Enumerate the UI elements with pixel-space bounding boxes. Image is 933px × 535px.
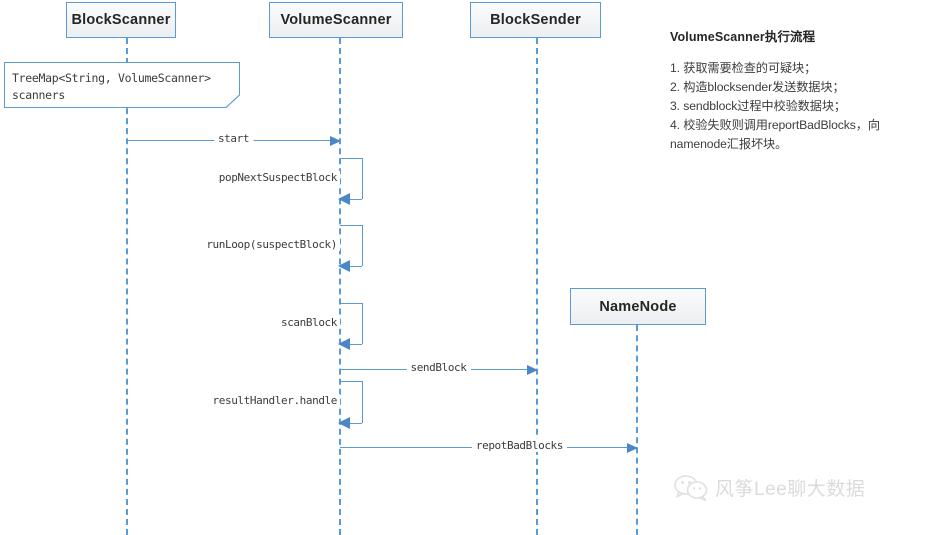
description-title: VolumeScanner执行流程 <box>670 30 816 44</box>
self-msg-top-segment <box>340 381 362 382</box>
participant-label: BlockScanner <box>71 12 171 28</box>
message-label: start <box>213 132 254 145</box>
participant-label: NameNode <box>599 298 677 315</box>
lifeline-blockscanner <box>126 38 128 535</box>
participant-namenode[interactable]: NameNode <box>570 288 706 325</box>
self-msg-right-segment <box>362 225 363 266</box>
participant-label: VolumeScanner <box>280 12 392 28</box>
self-msg-bottom-segment <box>340 423 362 424</box>
arrowhead-icon <box>338 417 350 429</box>
note-shape <box>4 62 240 108</box>
message-label: sendBlock <box>406 361 471 374</box>
description-line-3: 3. sendblock过程中校验数据块； <box>670 99 847 113</box>
self-msg-bottom-segment <box>340 344 362 345</box>
description-panel: VolumeScanner执行流程 1. 获取需要检查的可疑块； 2. 构造bl… <box>670 26 928 154</box>
self-message-popnextsuspectblock[interactable]: popNextSuspectBlock <box>215 158 364 205</box>
description-line-4: 4. 校验失败则调用reportBadBlocks，向 <box>670 118 880 132</box>
self-message-label: resultHandler.handle <box>209 394 340 407</box>
watermark-text: 风筝Lee聊大数据 <box>715 479 866 500</box>
message-start[interactable]: start <box>127 132 341 146</box>
participant-volumescanner[interactable]: VolumeScanner <box>269 2 403 38</box>
participant-label: BlockSender <box>490 12 581 28</box>
self-message-resulthandlerhandle[interactable]: resultHandler.handle <box>209 381 364 429</box>
wechat-icon <box>674 474 708 501</box>
lifeline-volumescanner <box>339 38 341 535</box>
message-repotbadblocks[interactable]: repotBadBlocks <box>340 439 638 453</box>
watermark: 风筝Lee聊大数据 <box>674 474 865 501</box>
participant-blocksender[interactable]: BlockSender <box>470 2 601 38</box>
arrowhead-icon <box>330 136 341 146</box>
self-message-scanblock[interactable]: scanBlock <box>277 303 364 350</box>
arrowhead-icon <box>338 338 350 350</box>
self-message-label: scanBlock <box>277 316 340 329</box>
self-message-label: runLoop(suspectBlock) <box>203 238 340 251</box>
note-text: TreeMap<String, VolumeScanner> scanners <box>12 71 211 102</box>
arrowhead-icon <box>527 365 538 375</box>
self-msg-top-segment <box>340 303 362 304</box>
self-msg-right-segment <box>362 303 363 344</box>
participant-blockscanner[interactable]: BlockScanner <box>66 2 176 38</box>
lifeline-namenode <box>636 325 638 535</box>
self-msg-bottom-segment <box>340 266 362 267</box>
self-msg-right-segment <box>362 158 363 199</box>
note-scanners: TreeMap<String, VolumeScanner> scanners <box>4 62 240 108</box>
arrowhead-icon <box>338 260 350 272</box>
self-message-label: popNextSuspectBlock <box>215 171 340 184</box>
arrowhead-icon <box>338 193 350 205</box>
self-message-runloop[interactable]: runLoop(suspectBlock) <box>203 225 364 272</box>
description-line-5: namenode汇报坏块。 <box>670 137 788 151</box>
self-msg-top-segment <box>340 158 362 159</box>
self-msg-right-segment <box>362 381 363 423</box>
self-msg-top-segment <box>340 225 362 226</box>
description-line-2: 2. 构造blocksender发送数据块； <box>670 80 845 94</box>
lifeline-blocksender <box>536 38 538 535</box>
description-line-1: 1. 获取需要检查的可疑块； <box>670 61 817 75</box>
self-msg-bottom-segment <box>340 199 362 200</box>
message-sendblock[interactable]: sendBlock <box>340 361 538 375</box>
message-label: repotBadBlocks <box>471 439 567 452</box>
arrowhead-icon <box>627 443 638 453</box>
